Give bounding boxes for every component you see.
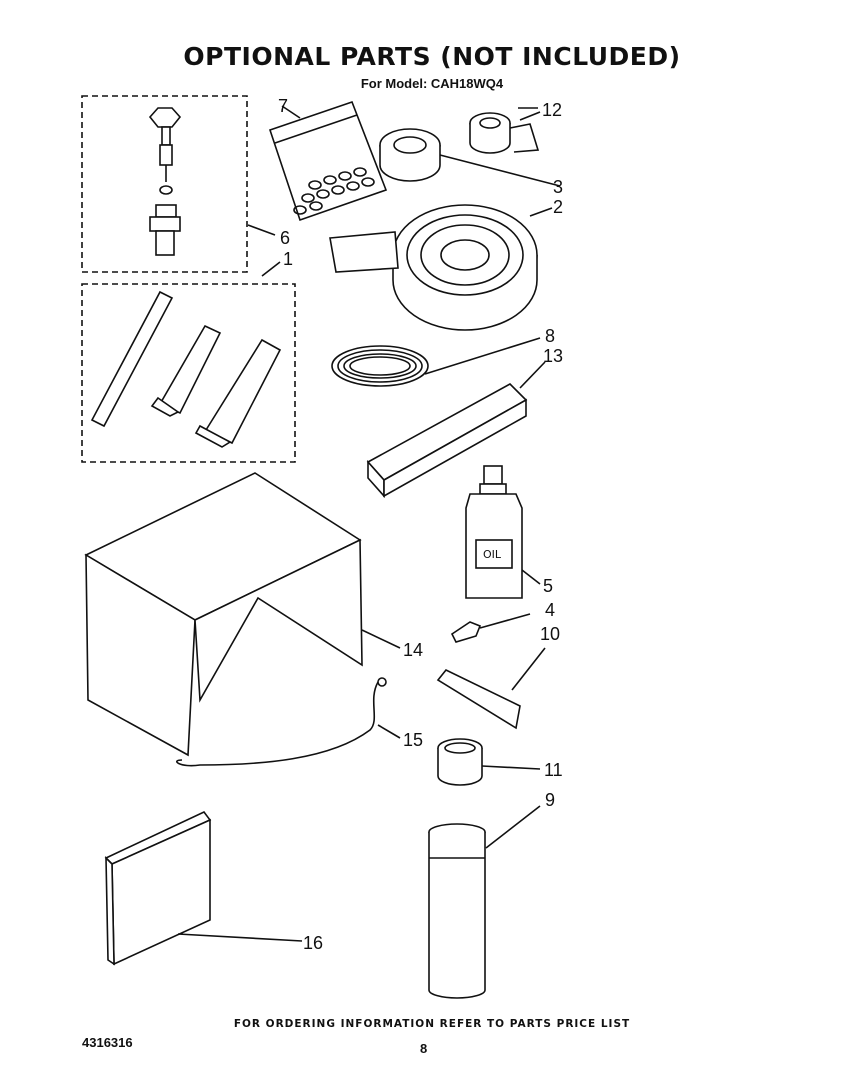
part-16-filter-pad (104, 810, 303, 966)
ordering-info: FOR ORDERING INFORMATION REFER TO PARTS … (233, 1018, 631, 1030)
part-9-spray-can (428, 805, 541, 999)
part-12-tape-roll (469, 111, 541, 154)
callout-8: 8 (545, 326, 555, 346)
callout-4: 4 (545, 600, 555, 620)
callout-12: 12 (542, 100, 562, 120)
part-11-small-can (437, 738, 541, 786)
part-10-tube (436, 647, 546, 730)
callout-9: 9 (545, 790, 555, 810)
callout-11: 11 (544, 760, 563, 780)
part-3-tape-roll (379, 128, 561, 187)
callout-10: 10 (540, 624, 560, 644)
model-subtitle: For Model: CAH18WQ4 (360, 76, 504, 91)
callout-3: 3 (553, 177, 563, 197)
callout-13: 13 (543, 346, 563, 366)
part-1-sealant-kit (81, 283, 296, 463)
callout-14: 14 (403, 640, 423, 660)
part-6-valve-kit (81, 95, 248, 273)
page-title: OPTIONAL PARTS (NOT INCLUDED) (183, 42, 681, 71)
callout-6: 6 (280, 228, 290, 248)
callout-1: 1 (283, 249, 293, 269)
callout-7: 7 (278, 96, 288, 116)
part-13-foam-block (366, 361, 546, 499)
leader-1 (261, 261, 281, 277)
part-2-large-tape-roll (329, 204, 553, 331)
part-14-cover (84, 472, 401, 757)
part-7-washer-bag (268, 100, 388, 222)
part-8-coiled-cord (331, 337, 541, 387)
callout-5: 5 (543, 576, 553, 596)
part-5-oil-bottle (465, 465, 541, 599)
callout-16: 16 (303, 933, 323, 953)
callout-15: 15 (403, 730, 423, 750)
oil-label: OIL (483, 548, 502, 561)
leader-6 (247, 224, 276, 236)
page-number: 8 (420, 1041, 428, 1056)
part-4-nozzle (450, 613, 531, 643)
document-number: 4316316 (82, 1035, 133, 1050)
part-15-strap (176, 677, 401, 767)
callout-2: 2 (553, 197, 563, 217)
